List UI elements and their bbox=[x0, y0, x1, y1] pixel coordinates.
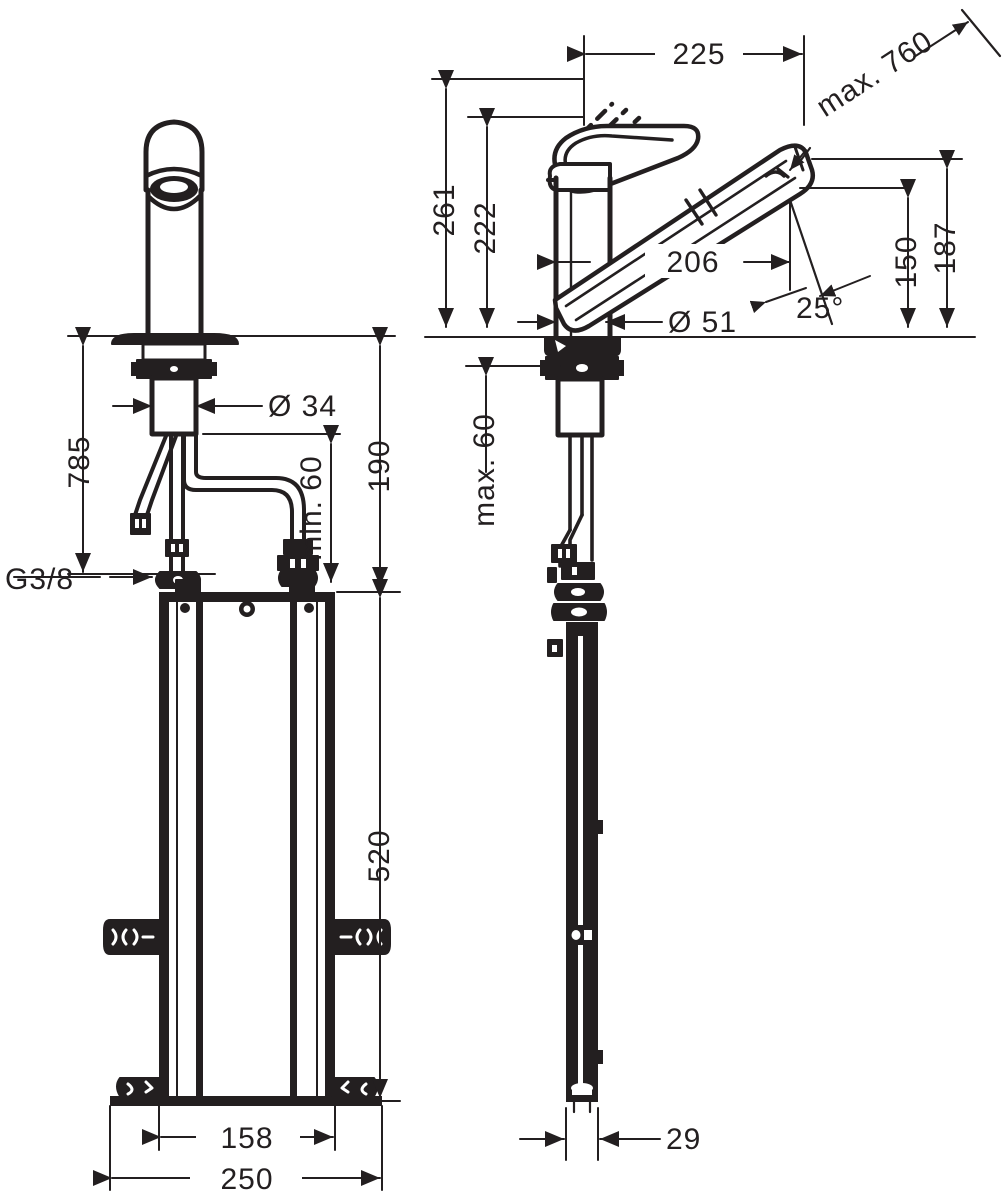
dim-187: 187 bbox=[929, 221, 962, 274]
dim-520: 520 bbox=[363, 829, 396, 882]
mid-clamp-left bbox=[103, 919, 161, 955]
front-view-dimensions: 785 G3/8 Ø 34 min. 60 190 520 158 2 bbox=[5, 327, 401, 1196]
dim-250: 250 bbox=[220, 1163, 273, 1196]
dim-206: 206 bbox=[666, 246, 719, 279]
dim-25deg: 25° bbox=[796, 292, 844, 325]
dim-d51: Ø 51 bbox=[668, 306, 737, 339]
foot-left bbox=[116, 1077, 163, 1097]
dim-g38: G3/8 bbox=[5, 563, 74, 596]
dim-261: 261 bbox=[428, 183, 461, 236]
dim-150: 150 bbox=[890, 235, 923, 288]
dim-222: 222 bbox=[469, 201, 502, 254]
side-view-geometry bbox=[540, 101, 815, 1114]
dim-min60: min. 60 bbox=[295, 455, 328, 560]
dim-158: 158 bbox=[220, 1122, 273, 1155]
dim-225: 225 bbox=[672, 38, 725, 71]
dim-d34: Ø 34 bbox=[268, 390, 337, 423]
dim-785: 785 bbox=[63, 435, 96, 488]
dim-max760: max. 760 bbox=[811, 24, 939, 123]
side-view-dimensions: 225 261 222 206 Ø 51 max. 60 150 187 bbox=[424, 8, 1002, 1161]
dim-max60: max. 60 bbox=[468, 413, 501, 527]
front-view-geometry bbox=[103, 119, 391, 1106]
mid-clamp-right bbox=[333, 919, 391, 955]
foot-right bbox=[331, 1077, 378, 1097]
dim-190: 190 bbox=[363, 439, 396, 492]
dim-29: 29 bbox=[666, 1123, 701, 1156]
